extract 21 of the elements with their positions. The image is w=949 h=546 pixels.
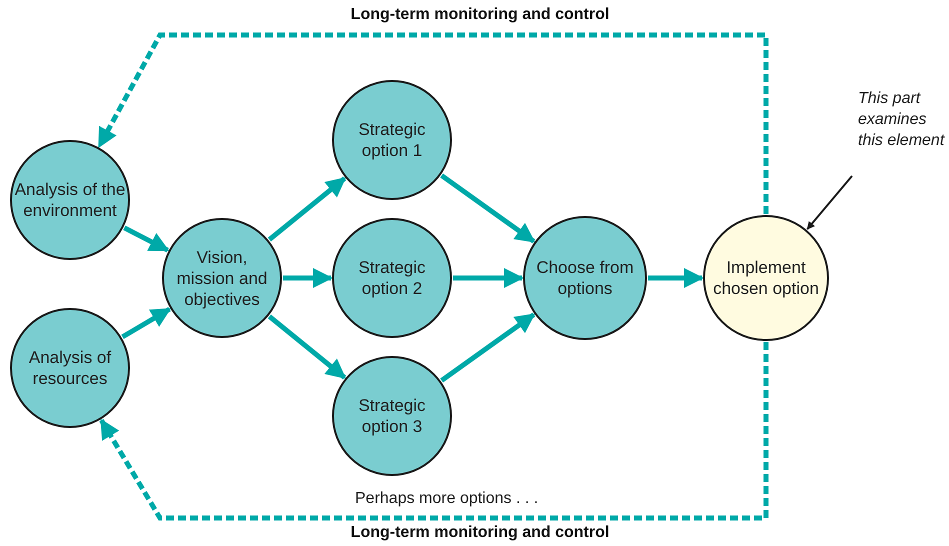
node-label: Strategic option 1 <box>357 119 427 161</box>
arrow <box>268 314 346 380</box>
node-label: Analysis of the environment <box>14 179 126 221</box>
arrow <box>283 268 333 288</box>
arrow <box>440 312 536 383</box>
arrow <box>123 226 170 252</box>
arrow <box>268 176 346 242</box>
arrow <box>806 175 853 230</box>
node-label: Strategic option 3 <box>357 395 427 437</box>
node-label: Analysis of resources <box>28 347 112 389</box>
arrow <box>453 268 524 288</box>
feedback-arrow <box>99 342 768 520</box>
node-label: Choose from options <box>535 257 635 299</box>
node-label: Implement chosen option <box>712 257 820 299</box>
arrow <box>648 268 704 288</box>
node-label: Strategic option 2 <box>357 257 427 299</box>
arrow <box>440 173 536 244</box>
feedback-arrow <box>97 32 768 214</box>
annotation-text: This part examines this element <box>858 88 946 151</box>
arrow <box>121 306 172 340</box>
node-label: Vision, mission and objectives <box>176 246 268 310</box>
